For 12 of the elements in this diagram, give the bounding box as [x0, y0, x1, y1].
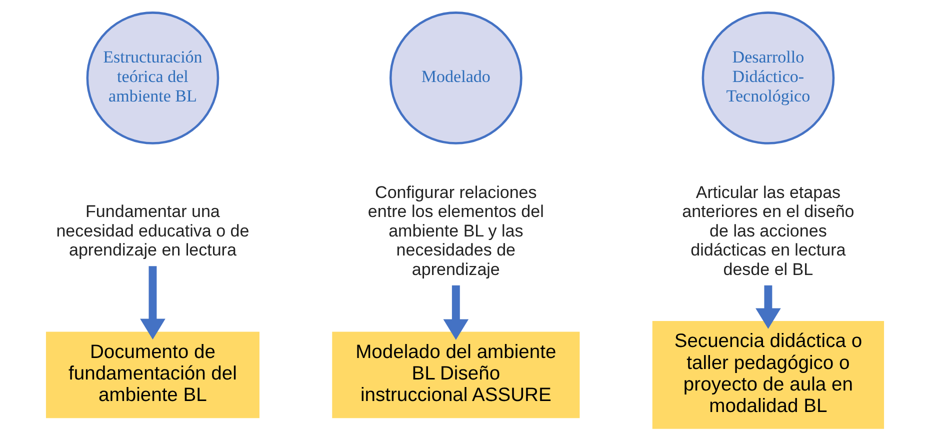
- node-circle: Desarrollo Didáctico-Tecnológico: [702, 12, 835, 144]
- arrow: [443, 285, 469, 340]
- node-circle: Estructuración teórica del ambiente BL: [86, 12, 220, 144]
- node-box: Secuencia didáctica o taller pedagógico o proyecto de aula en modalidad BL: [652, 321, 884, 429]
- node-circle: Modelado: [389, 12, 522, 144]
- arrow: [756, 285, 781, 329]
- node-box: Documento de fundamentación del ambiente BL: [46, 332, 260, 418]
- node-text: Fundamentar una necesidad educativa o de aprendizaje en lectura: [56, 202, 250, 260]
- node-text: Articular las etapas anteriores en el diseño de las acciones didácticas en lectura desde el BL: [682, 182, 854, 280]
- arrow: [140, 266, 166, 340]
- node-box: Modelado del ambiente BL Diseño instruccional ASSURE: [332, 332, 580, 418]
- node-text: Configurar relaciones entre los elementos del ambiente BL y las necesidades de aprendizaje: [368, 182, 544, 280]
